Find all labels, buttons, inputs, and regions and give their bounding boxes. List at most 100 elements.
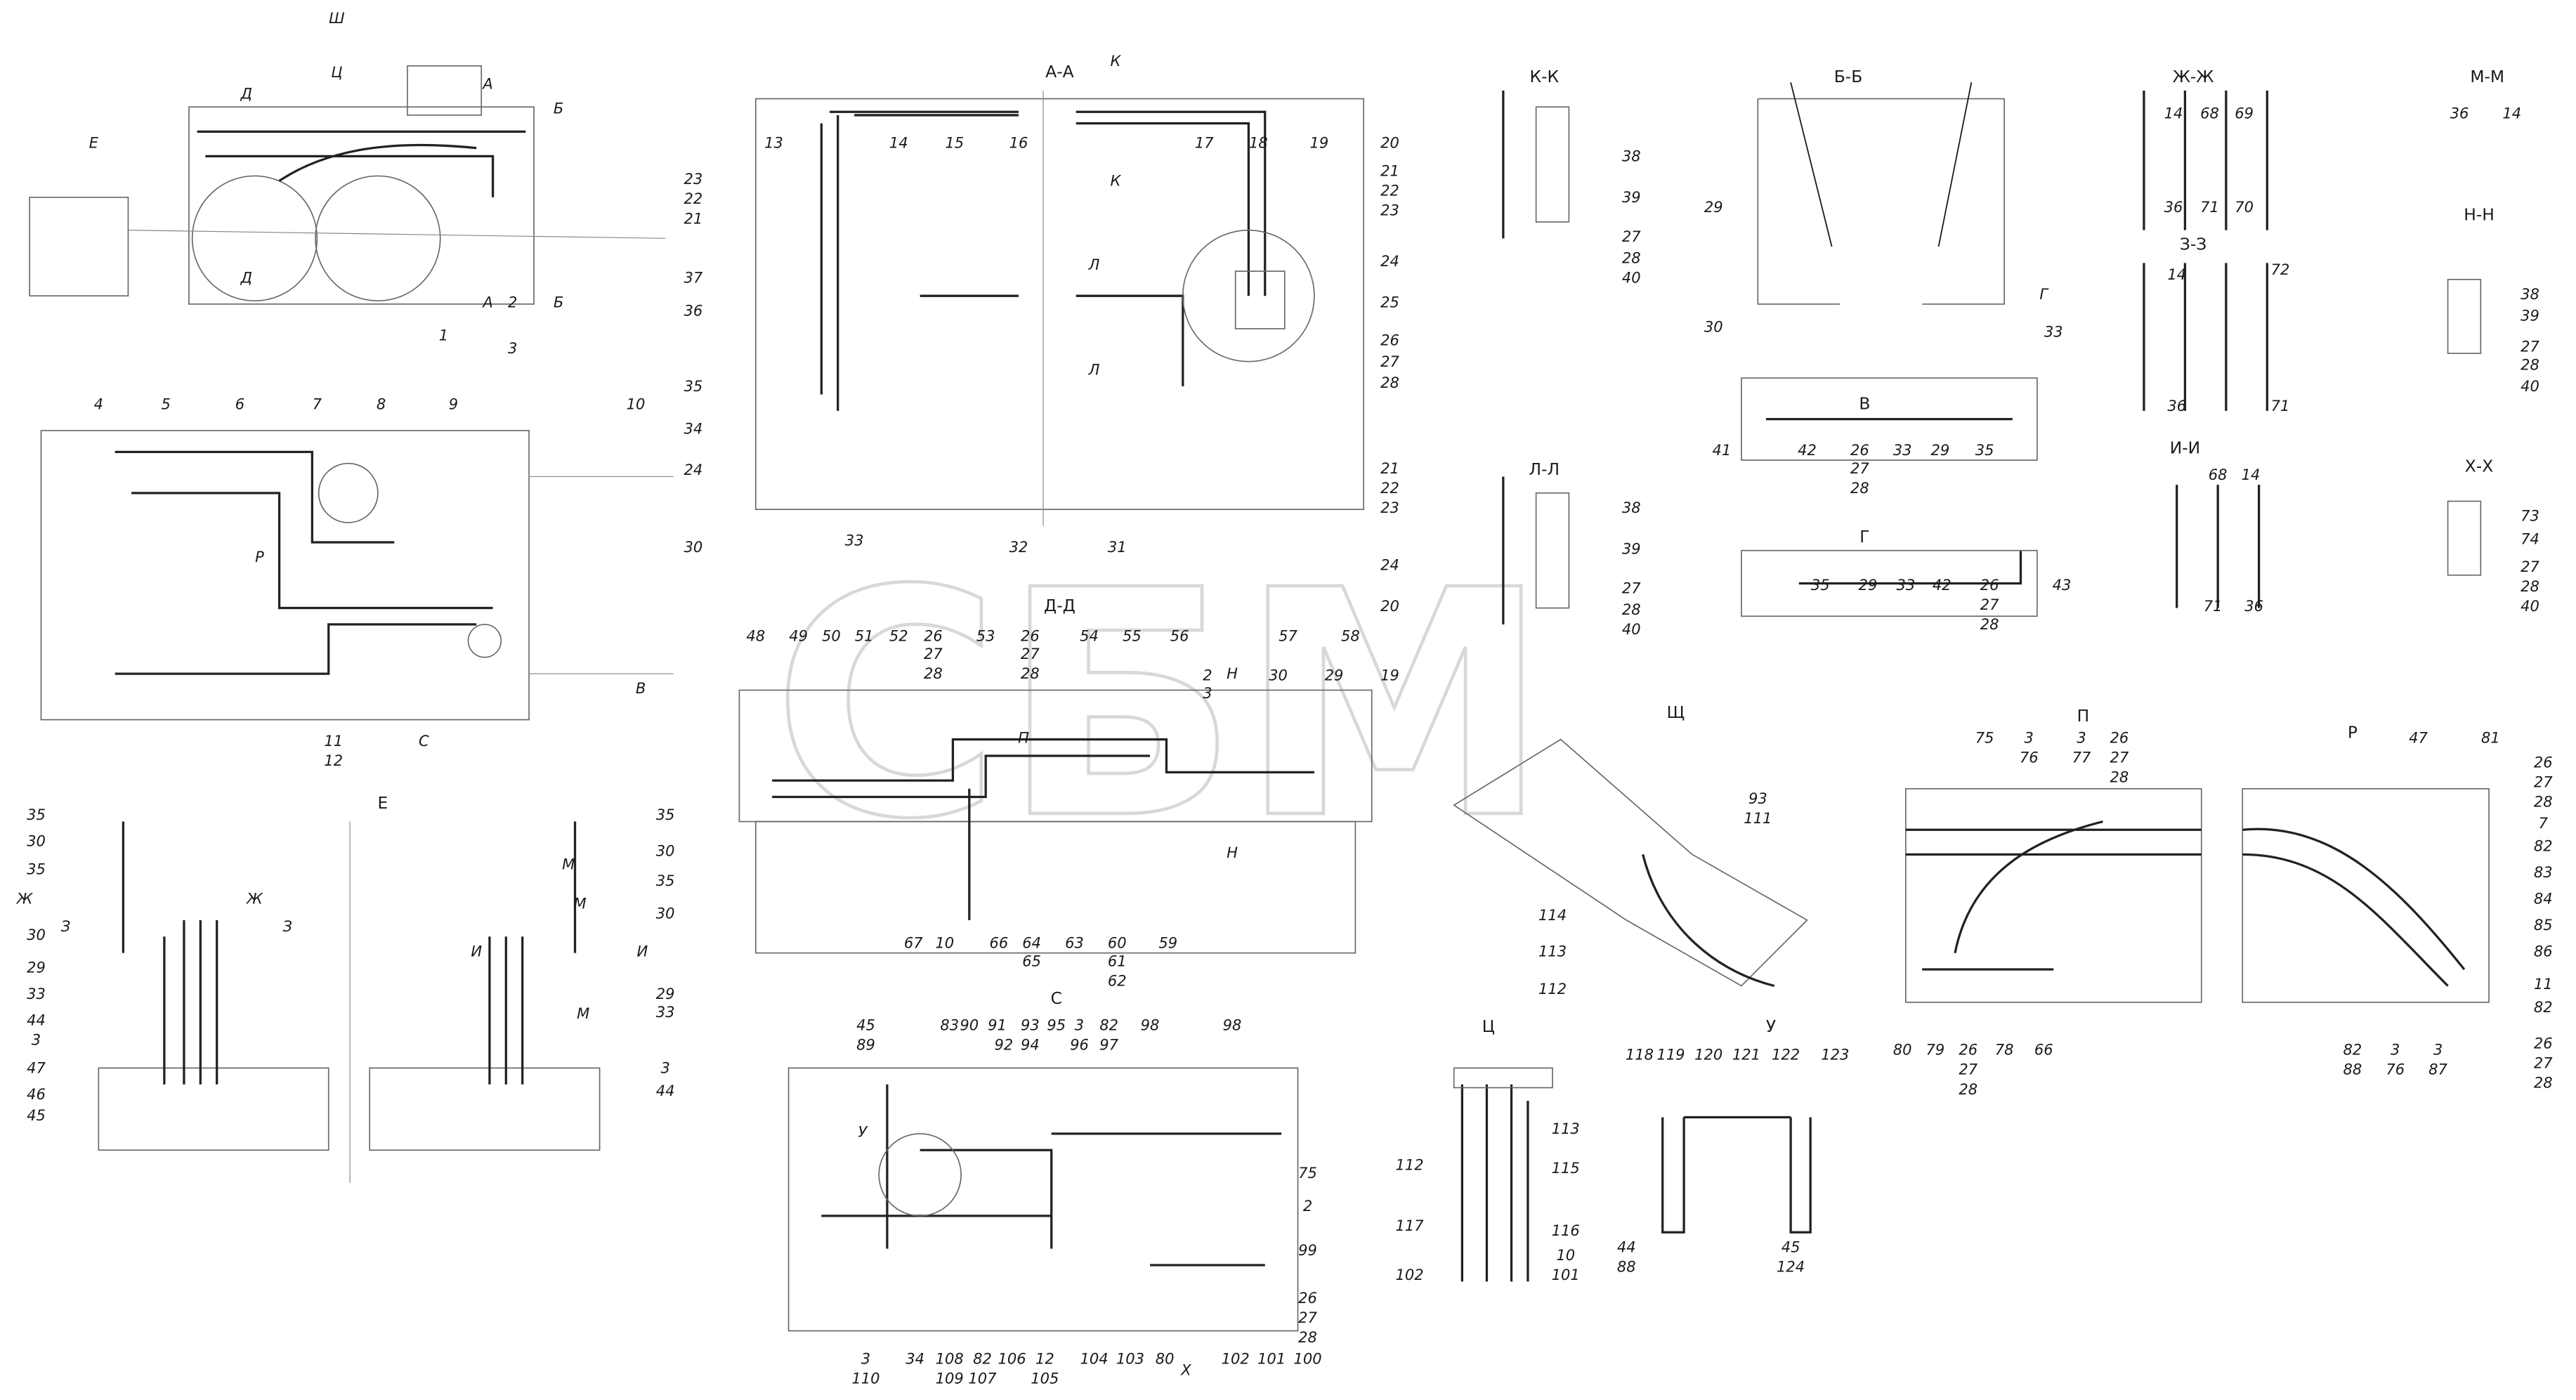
callout-label: 95 bbox=[1047, 1016, 1066, 1034]
callout-label: 28 bbox=[1021, 665, 1040, 682]
callout-label: 46 bbox=[27, 1085, 46, 1103]
callout-label: 29 bbox=[1931, 441, 1950, 459]
callout-label: 38 bbox=[2521, 285, 2539, 303]
section-title: Ж-Ж bbox=[2173, 67, 2214, 86]
callout-label: 118 bbox=[1626, 1046, 1654, 1064]
callout-label: 80 bbox=[1893, 1041, 1912, 1059]
section-title: Л-Л bbox=[1529, 459, 1560, 479]
callout-label: Ц bbox=[331, 63, 342, 81]
callout-label: 26 bbox=[1380, 331, 1399, 348]
callout-label: 119 bbox=[1656, 1046, 1685, 1064]
callout-label: 33 bbox=[1896, 576, 1915, 594]
callout-label: 52 bbox=[889, 627, 908, 644]
callout-label: М bbox=[573, 895, 586, 912]
callout-label: 75 bbox=[1298, 1164, 1317, 1182]
callout-label: 48 bbox=[746, 627, 765, 644]
callout-label: 38 bbox=[1622, 499, 1641, 516]
callout-label: 98 bbox=[1141, 1016, 1160, 1034]
callout-label: 33 bbox=[845, 532, 864, 549]
callout-label: 26 bbox=[924, 627, 943, 644]
callout-label: 66 bbox=[2034, 1041, 2053, 1059]
callout-label: 28 bbox=[2110, 768, 2129, 785]
callout-label: 105 bbox=[1031, 1369, 1059, 1387]
callout-label: 82 bbox=[2534, 837, 2553, 855]
callout-label: 27 bbox=[2534, 773, 2553, 790]
section-title: Е bbox=[378, 793, 388, 813]
callout-label: 32 bbox=[1009, 538, 1028, 556]
callout-label: И bbox=[637, 942, 648, 960]
callout-label: 102 bbox=[1395, 1266, 1423, 1283]
callout-label: 39 bbox=[2521, 306, 2539, 324]
callout-label: 12 bbox=[1035, 1349, 1054, 1367]
callout-label: 104 bbox=[1080, 1349, 1108, 1367]
callout-label: 42 bbox=[1933, 576, 1951, 594]
callout-label: 34 bbox=[684, 420, 703, 438]
callout-label: 35 bbox=[1975, 441, 1994, 459]
callout-label: 27 bbox=[1622, 579, 1641, 596]
callout-label: 27 bbox=[1622, 228, 1641, 245]
callout-label: 26 bbox=[1959, 1041, 1977, 1059]
callout-label: 30 bbox=[1704, 318, 1723, 336]
callout-label: 10 bbox=[1556, 1246, 1575, 1264]
callout-label: 59 bbox=[1158, 934, 1177, 952]
callout-label: 98 bbox=[1223, 1016, 1242, 1034]
callout-label: 50 bbox=[822, 627, 841, 644]
section-title: Н-Н bbox=[2464, 205, 2495, 225]
callout-label: 30 bbox=[27, 832, 46, 850]
callout-label: 29 bbox=[1325, 666, 1344, 683]
callout-label: 78 bbox=[1995, 1041, 2014, 1059]
callout-label: 93 bbox=[1748, 790, 1767, 807]
callout-label: 27 bbox=[1850, 459, 1869, 477]
section-title: В bbox=[1859, 394, 1870, 414]
callout-label: 96 bbox=[1070, 1036, 1089, 1054]
callout-label: 29 bbox=[1704, 198, 1723, 216]
callout-label: 2 bbox=[508, 294, 517, 311]
callout-label: 109 bbox=[936, 1369, 964, 1387]
callout-label: 113 bbox=[1538, 942, 1567, 960]
callout-label: 47 bbox=[27, 1059, 46, 1076]
section-title: Щ bbox=[1667, 702, 1685, 722]
callout-label: 82 bbox=[1099, 1016, 1118, 1034]
callout-label: 108 bbox=[936, 1349, 964, 1367]
callout-label: 112 bbox=[1395, 1156, 1423, 1173]
callout-label: 70 bbox=[2235, 198, 2254, 216]
section-title: П bbox=[2077, 706, 2090, 726]
callout-label: 45 bbox=[1781, 1238, 1800, 1255]
callout-label: 16 bbox=[1009, 134, 1028, 152]
callout-label: 39 bbox=[1622, 539, 1641, 557]
callout-label: 3 bbox=[1203, 684, 1212, 702]
callout-label: 45 bbox=[27, 1106, 46, 1124]
callout-label: 28 bbox=[2534, 1073, 2553, 1091]
callout-label: 86 bbox=[2534, 942, 2553, 960]
callout-label: 6 bbox=[235, 395, 244, 413]
callout-label: 113 bbox=[1552, 1120, 1580, 1137]
callout-label: 120 bbox=[1694, 1046, 1722, 1064]
callout-label: 21 bbox=[684, 209, 703, 227]
callout-label: 47 bbox=[2409, 728, 2428, 746]
callout-label: 83 bbox=[2534, 863, 2553, 881]
section-title: Р bbox=[2348, 722, 2358, 742]
callout-label: 27 bbox=[1959, 1061, 1977, 1078]
callout-label: 35 bbox=[684, 377, 703, 395]
callout-label: 121 bbox=[1732, 1046, 1760, 1064]
callout-label: 21 bbox=[1380, 459, 1399, 477]
section-title: М-М bbox=[2470, 67, 2504, 86]
callout-label: 28 bbox=[1959, 1080, 1977, 1098]
callout-label: 26 bbox=[1850, 441, 1869, 459]
callout-label: 26 bbox=[1298, 1289, 1317, 1307]
callout-label: 51 bbox=[855, 627, 874, 644]
callout-label: 35 bbox=[1811, 576, 1830, 594]
callout-label: К bbox=[1110, 52, 1121, 70]
callout-label: Х bbox=[1180, 1361, 1191, 1379]
callout-label: 71 bbox=[2200, 198, 2219, 216]
callout-label: Л bbox=[1088, 360, 1100, 378]
callout-label: 115 bbox=[1552, 1159, 1580, 1177]
callout-label: 28 bbox=[1622, 249, 1641, 266]
section-title: Х-Х bbox=[2465, 456, 2493, 476]
callout-label: 2 bbox=[1303, 1197, 1312, 1215]
callout-label: 11 bbox=[2534, 975, 2553, 993]
callout-label: 44 bbox=[1617, 1238, 1636, 1255]
callout-label: 21 bbox=[1380, 162, 1399, 179]
callout-label: 63 bbox=[1065, 934, 1084, 952]
callout-label: М bbox=[562, 855, 575, 872]
